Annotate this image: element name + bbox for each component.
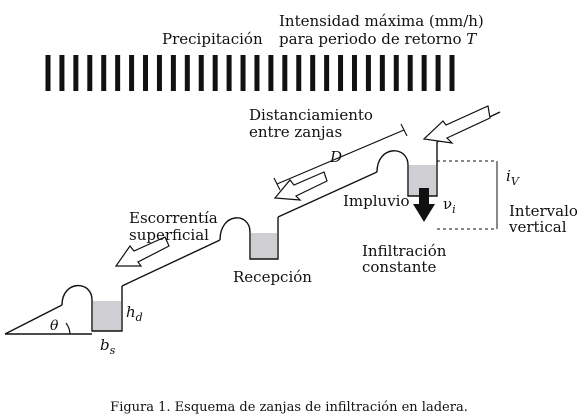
constant-infiltration-line2: constante [362, 258, 436, 276]
middle-ditch-water [251, 233, 277, 259]
infiltration-velocity-subscript: i [452, 203, 456, 216]
vertical-interval-label-line2: vertical [508, 218, 567, 236]
runoff-arrow-bottom [114, 236, 170, 267]
runoff-arrow-middle [273, 171, 328, 201]
rain-bars [45, 55, 455, 91]
middle-ditch [249, 217, 279, 260]
ditch-width-base: b [100, 336, 110, 354]
reception-label: Recepción [233, 268, 312, 286]
ditch-width-label: bs [100, 336, 116, 357]
bottom-ditch-water [93, 301, 121, 331]
bottom-mound [61, 284, 93, 306]
ditch-depth-base: h [126, 303, 136, 321]
return-period-symbol: T [466, 30, 477, 48]
slope-line-middle [121, 239, 221, 287]
angle-arc [65, 322, 71, 335]
bottom-ditch [91, 286, 123, 332]
impluvio-label: Impluvio [343, 192, 410, 210]
runoff-arrow-top [422, 105, 491, 144]
runoff-label-line2: superficial [129, 226, 209, 244]
vertical-depth-subscript: V [511, 175, 520, 188]
slope-line-bottom [4, 304, 63, 335]
slope-line-upper [277, 171, 378, 218]
vertical-depth-label: iV [506, 167, 520, 188]
precipitation-label: Precipitación [162, 30, 263, 48]
runoff-label-line1: Escorrentía [129, 209, 218, 227]
angle-label: θ [50, 318, 59, 334]
top-mound [376, 150, 409, 173]
spacing-dimension [273, 123, 408, 191]
intensity-label-line2: para periodo de retorno T [279, 30, 477, 48]
spacing-symbol: D [329, 148, 342, 166]
constant-infiltration-line1: Infiltración [362, 242, 447, 260]
spacing-label-line1: Distanciamiento [249, 106, 373, 124]
vertical-depth-base: i [506, 167, 511, 185]
ditch-depth-label: hd [126, 303, 143, 324]
ditch-width-subscript: s [110, 344, 116, 357]
figure-caption: Figura 1. Esquema de zanjas de infiltrac… [110, 400, 468, 415]
infiltration-velocity-label: νi [443, 195, 456, 216]
intensity-label-line1: Intensidad máxima (mm/h) [279, 12, 484, 30]
vertical-interval-guides [437, 160, 497, 230]
infiltration-arrow [413, 188, 435, 222]
ditch-depth-subscript: d [136, 311, 143, 324]
middle-mound [219, 217, 251, 241]
spacing-label-line2: entre zanjas [249, 123, 342, 141]
infiltration-velocity-base: ν [443, 195, 452, 213]
intensity-label-line2-text: para periodo de retorno [279, 30, 466, 48]
ground-profile [4, 111, 501, 335]
vertical-interval-label-line1: Intervalo [509, 202, 578, 220]
